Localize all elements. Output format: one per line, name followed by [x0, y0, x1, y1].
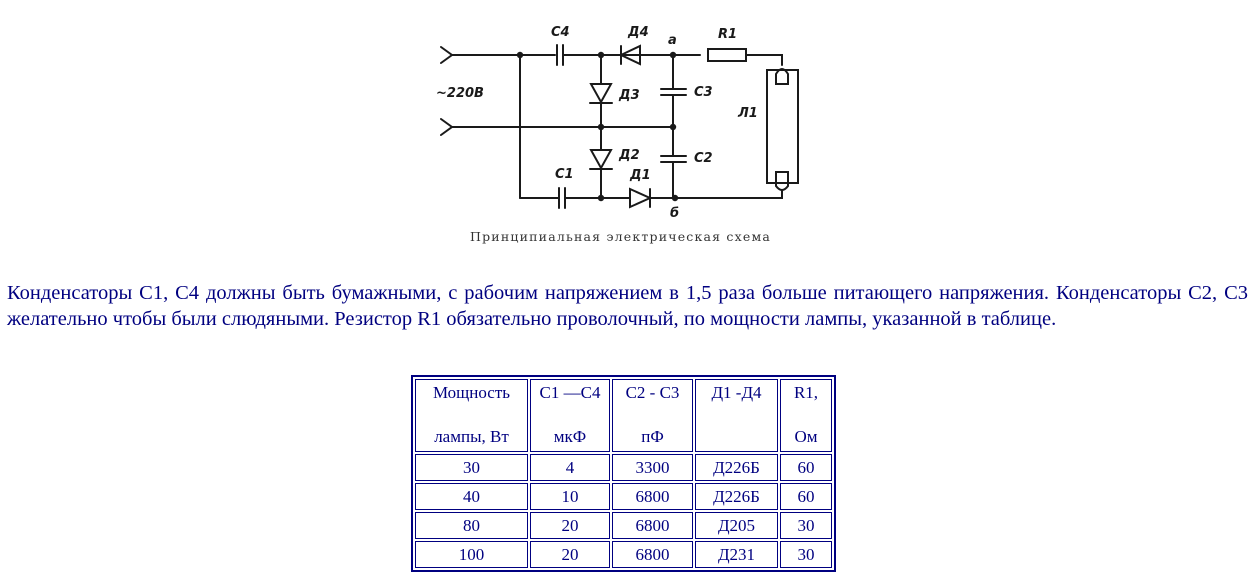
table-cell: 6800: [612, 483, 693, 510]
node-b-label: б: [670, 206, 679, 221]
table-cell: 60: [780, 483, 832, 510]
resistor-r1: [707, 48, 783, 66]
table-cell: Д226Б: [695, 454, 778, 481]
header-cell-d1-d4: Д1 -Д4: [695, 379, 778, 452]
lamp-label: Л1: [737, 106, 758, 121]
d1-label: Д1: [629, 168, 651, 183]
table-cell: 60: [780, 454, 832, 481]
table-row: 100 20 6800 Д231 30: [415, 541, 832, 568]
capacitor-c3: [660, 88, 687, 96]
junction-dot: [669, 123, 677, 131]
table-cell: Д231: [695, 541, 778, 568]
capacitor-c2: [660, 155, 687, 163]
table-cell: 3300: [612, 454, 693, 481]
r1-label: R1: [718, 27, 737, 42]
d2-label: Д2: [618, 148, 640, 163]
junction-dot: [671, 194, 679, 202]
c3-label: С3: [694, 85, 713, 100]
circuit-schematic: ~220В С4 Д4 а R1 Л1 Д3 Д2: [436, 25, 799, 244]
table-cell: 20: [530, 541, 610, 568]
table-cell: 40: [415, 483, 528, 510]
table-cell: Д205: [695, 512, 778, 539]
header-cell-r1: R1,Ом: [780, 379, 832, 452]
table-cell: Д226Б: [695, 483, 778, 510]
c2-label: С2: [694, 151, 713, 166]
table-cell: 10: [530, 483, 610, 510]
capacitor-c4: [556, 44, 651, 66]
lamp-l1: [672, 68, 799, 199]
table-row: 30 4 3300 Д226Б 60: [415, 454, 832, 481]
diode-d2: [589, 149, 613, 171]
voltage-label: ~220В: [436, 86, 484, 101]
diode-d1: [629, 187, 674, 209]
input-terminal-bottom: [440, 118, 674, 136]
table-cell: 30: [780, 541, 832, 568]
table-cell: 4: [530, 454, 610, 481]
table-row: 80 20 6800 Д205 30: [415, 512, 832, 539]
table-cell: 6800: [612, 512, 693, 539]
table-cell: 20: [530, 512, 610, 539]
table-cell: 30: [780, 512, 832, 539]
schematic-caption: Принципиальная электрическая схема: [470, 229, 771, 244]
c1-label: С1: [555, 167, 574, 182]
d3-label: Д3: [618, 88, 640, 103]
table-row: 40 10 6800 Д226Б 60: [415, 483, 832, 510]
junction-dot: [597, 194, 605, 202]
diode-d3: [589, 83, 613, 105]
d4-label: Д4: [627, 25, 649, 40]
input-terminal-top: [440, 46, 556, 64]
node-a-label: а: [668, 33, 677, 48]
table-cell: 6800: [612, 541, 693, 568]
junction-dot: [516, 51, 524, 59]
c4-label: С4: [551, 25, 570, 40]
table-cell: 100: [415, 541, 528, 568]
table-cell: 30: [415, 454, 528, 481]
junction-dot: [597, 123, 605, 131]
description-paragraph: Конденсаторы С1, С4 должны быть бумажным…: [7, 282, 1248, 330]
table-cell: 80: [415, 512, 528, 539]
